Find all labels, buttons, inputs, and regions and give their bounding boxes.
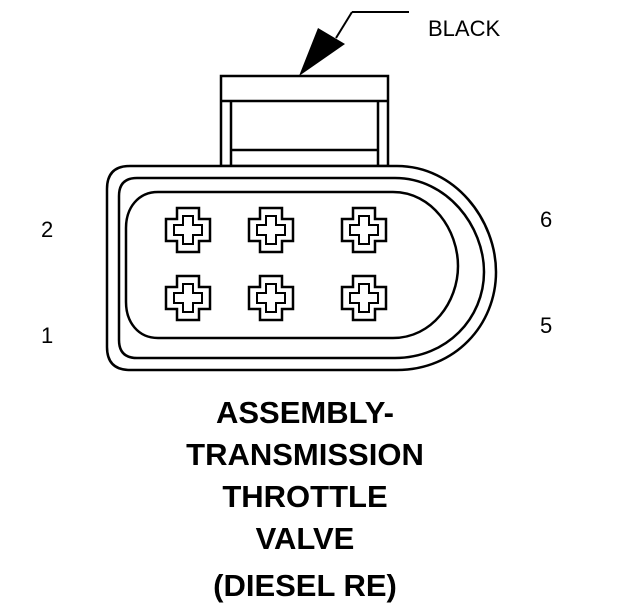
title-line-4: VALVE bbox=[255, 521, 355, 556]
terminal-cross bbox=[340, 206, 388, 254]
terminal-cross bbox=[164, 206, 212, 254]
connector-latch bbox=[219, 74, 390, 168]
title-line-5: (DIESEL RE) bbox=[213, 568, 397, 603]
color-callout-leader bbox=[299, 11, 409, 76]
terminal-cross-inner bbox=[173, 283, 203, 313]
terminal-cross-inner bbox=[173, 215, 203, 245]
callout-arrowhead bbox=[299, 28, 345, 76]
terminal-cross-inner bbox=[256, 283, 286, 313]
terminal-cross-inner bbox=[349, 215, 379, 245]
connector-color-label: BLACK bbox=[428, 16, 501, 41]
terminal-cross-inner bbox=[349, 283, 379, 313]
pin-label-2: 2 bbox=[41, 217, 54, 242]
pin-cavity bbox=[124, 190, 460, 340]
terminal-cross bbox=[164, 274, 212, 322]
title-line-2: TRANSMISSION bbox=[186, 437, 424, 472]
pin-label-6: 6 bbox=[540, 207, 553, 232]
terminal-cross-inner bbox=[256, 215, 286, 245]
title-line-1: ASSEMBLY- bbox=[215, 395, 394, 430]
pin-label-5: 5 bbox=[540, 313, 553, 338]
terminal-grid bbox=[164, 206, 388, 322]
title-line-3: THROTTLE bbox=[222, 479, 388, 514]
connector-housing bbox=[105, 164, 498, 372]
terminal-cross bbox=[340, 274, 388, 322]
terminal-cross bbox=[247, 274, 295, 322]
terminal-cross bbox=[247, 206, 295, 254]
housing-inner-rim bbox=[117, 176, 486, 360]
pin-label-1: 1 bbox=[41, 323, 54, 348]
